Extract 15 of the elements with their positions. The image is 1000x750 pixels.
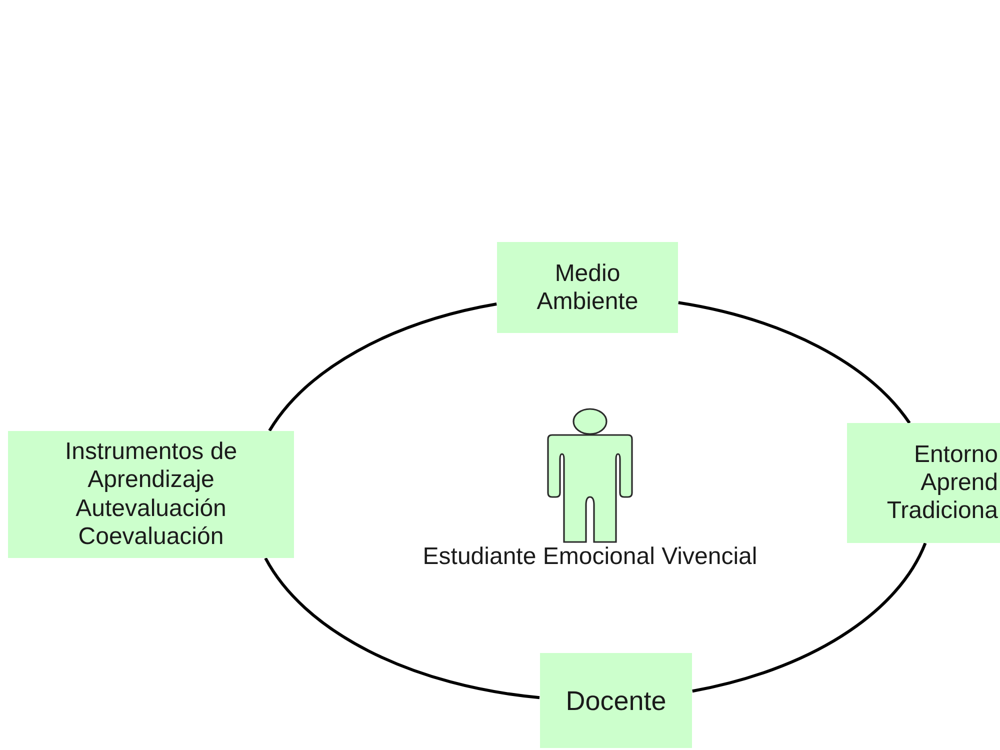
concept-box (847, 423, 1000, 543)
connector-line (692, 542, 927, 693)
node-label: Entorno Aprend Tradiciona (886, 441, 998, 525)
node-label: Coevaluación (78, 523, 224, 552)
node-label: Instrumentos de Aprendizaje (64, 438, 238, 494)
connector-line (678, 301, 911, 424)
figure-label: Estudiante Emocional Vivencial (422, 543, 758, 571)
concept-box (497, 242, 678, 333)
connector-line (264, 557, 540, 700)
concept-box (540, 653, 692, 748)
concept-box (8, 431, 294, 558)
node-label: Docente (566, 684, 666, 716)
node-label: Autevaluación (76, 494, 226, 523)
node-label: Medio Ambiente (536, 260, 640, 316)
connector-line (268, 302, 497, 432)
